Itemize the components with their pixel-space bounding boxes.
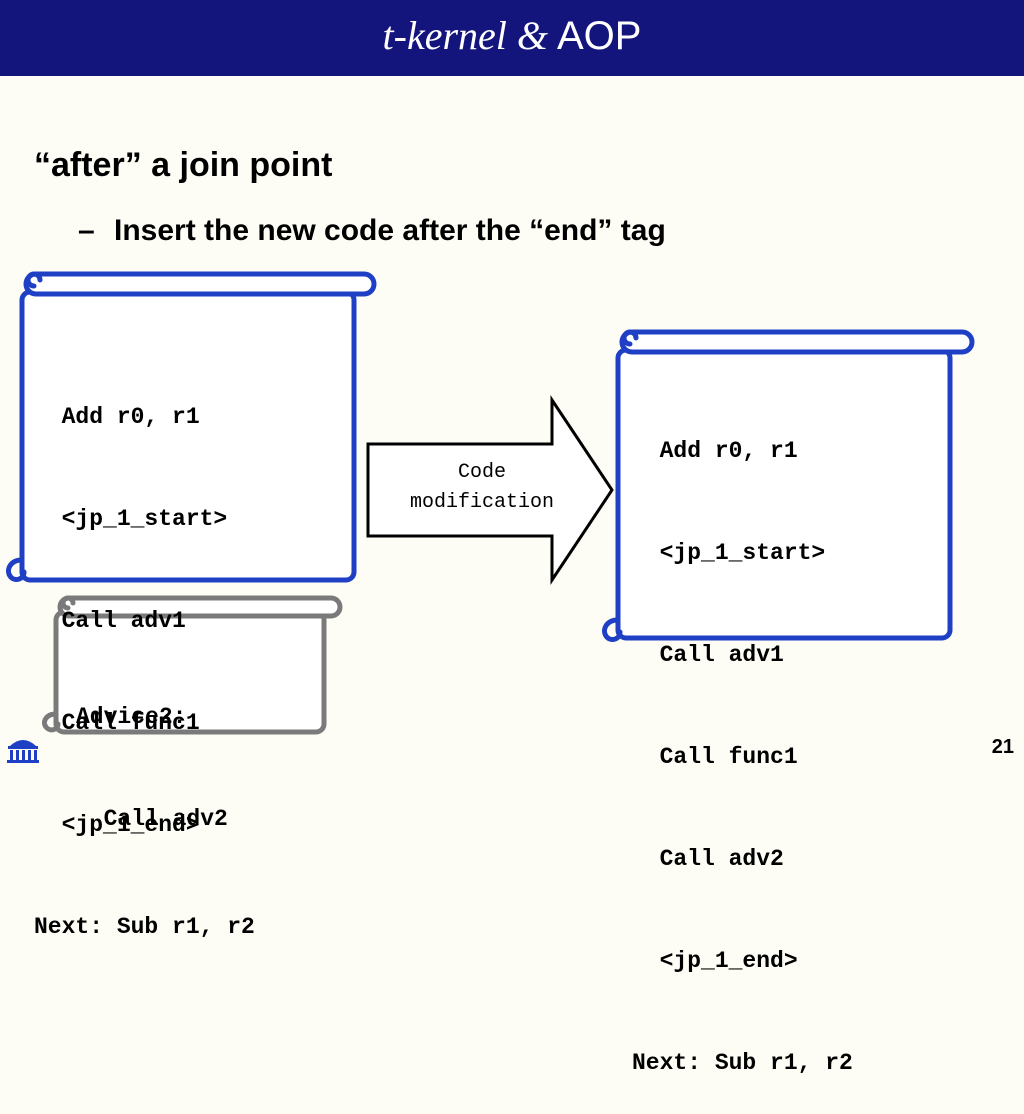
code-line: Call adv2 xyxy=(103,806,228,832)
code-line: Call func1 xyxy=(659,744,798,770)
code-line: Add r0, r1 xyxy=(61,404,200,430)
modified-code-block: Add r0, r1 <jp_1_start> Call adv1 Call f… xyxy=(632,366,853,1114)
code-line: <jp_1_start> xyxy=(659,540,826,566)
arrow-label-line1: Code xyxy=(457,461,506,484)
code-line: Call adv1 xyxy=(61,608,186,634)
code-line: Call adv1 xyxy=(659,642,784,668)
diagram-canvas xyxy=(6,271,975,735)
code-line: Add r0, r1 xyxy=(659,438,798,464)
page-number: 21 xyxy=(991,736,1014,758)
code-line: Call adv2 xyxy=(659,846,784,872)
modified-code-scroll xyxy=(602,329,975,642)
arrow-label: Code modification xyxy=(378,458,586,518)
title-italic: t-kernel & xyxy=(382,13,549,58)
code-line: Advice2: xyxy=(76,704,187,730)
arrow-label-line2: modification xyxy=(409,491,555,514)
code-line: Call func1 xyxy=(61,710,200,736)
advice-code-scroll xyxy=(41,595,343,735)
bullet-sub: –Insert the new code after the “end” tag xyxy=(78,214,666,248)
bullet-main: “after” a join point xyxy=(34,146,333,184)
university-rotunda-logo-icon xyxy=(7,740,39,763)
slide-title: t-kernel & AOP xyxy=(0,12,1024,59)
title-bar xyxy=(0,0,1024,76)
bullet-dash: – xyxy=(78,214,95,247)
title-plain: AOP xyxy=(556,14,642,58)
code-line: <jp_1_end> xyxy=(659,948,798,974)
code-modification-arrow xyxy=(366,395,614,585)
code-line: Next: Sub r1, r2 xyxy=(632,1050,853,1076)
code-line: <jp_1_start> xyxy=(61,506,228,532)
bullet-sub-text: Insert the new code after the “end” tag xyxy=(114,214,666,247)
advice-code-block: Advice2: Call adv2 xyxy=(76,632,228,870)
code-line: Next: Sub r1, r2 xyxy=(34,914,255,940)
original-code-scroll xyxy=(6,271,377,583)
